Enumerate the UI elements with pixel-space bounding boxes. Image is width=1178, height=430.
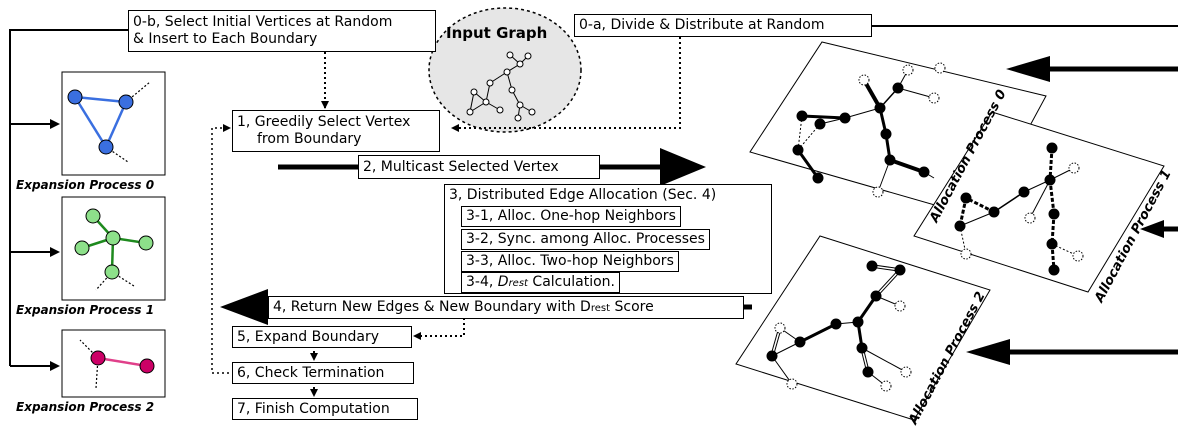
step-2-box: 2, Multicast Selected Vertex — [358, 155, 600, 179]
step-5-label: 5, Expand Boundary — [237, 329, 380, 345]
allocation-box-1 — [913, 111, 1165, 293]
arrow-6-loop-to-1 — [211, 124, 234, 374]
expansion-box-0 — [61, 71, 166, 176]
allocation-box-2 — [735, 235, 991, 421]
step-3-3-label: 3-3, Alloc. Two-hop Neighbors — [466, 253, 674, 269]
step-4-suffix: Score — [610, 299, 654, 315]
step-6-label: 6, Check Termination — [237, 365, 385, 381]
expansion-label-1: Expansion Process 1 — [16, 303, 155, 317]
step-2-label: 2, Multicast Selected Vertex — [363, 159, 559, 175]
step-3-4-d: D — [497, 274, 509, 290]
step-5-box: 5, Expand Boundary — [232, 326, 412, 348]
expansion-label-2: Expansion Process 2 — [16, 400, 155, 414]
input-graph — [428, 7, 582, 133]
arrow-4-to-5 — [413, 318, 465, 340]
step-0a-box: 0-a, Divide & Distribute at Random — [574, 14, 872, 37]
input-graph-title: Input Graph — [446, 24, 548, 42]
expansion-label-0: Expansion Process 0 — [16, 178, 155, 192]
step-3-4-prefix: 3-4, — [466, 274, 498, 290]
step-3-3-box: 3-3, Alloc. Two-hop Neighbors — [461, 251, 679, 272]
step-4-sub: rest — [590, 303, 611, 314]
step-4-box: 4, Return New Edges & New Boundary with … — [268, 296, 744, 319]
step-1-box: 1, Greedily Select Vertex from Boundary — [232, 110, 440, 152]
step-3-1-box: 3-1, Alloc. One-hop Neighbors — [461, 206, 681, 227]
step-6-box: 6, Check Termination — [232, 362, 414, 384]
expansion-box-2 — [61, 329, 166, 398]
step-3-2-label: 3-2, Sync. among Alloc. Processes — [466, 231, 705, 247]
step-4-prefix: 4, Return New Edges & New Boundary with … — [273, 299, 591, 315]
step-7-label: 7, Finish Computation — [237, 401, 390, 417]
step-1-line2: from Boundary — [257, 131, 362, 147]
step-0b-line2: & Insert to Each Boundary — [133, 31, 318, 47]
step-3-2-box: 3-2, Sync. among Alloc. Processes — [461, 229, 710, 250]
step-3-4-suffix: Calculation. — [527, 274, 615, 290]
expansion-connector — [9, 29, 128, 371]
arrow-0a-to-1 — [451, 37, 681, 132]
step-0b-box: 0-b, Select Initial Vertices at Random &… — [128, 10, 436, 52]
allocation-input-arrows — [966, 56, 1178, 365]
step-3-title: 3, Distributed Edge Allocation (Sec. 4) — [449, 187, 717, 203]
step-3-4-box: 3-4, Drest Calculation. — [461, 272, 620, 293]
step-3-4-sub: rest — [508, 278, 528, 289]
expansion-box-1 — [61, 196, 166, 301]
step-1-line1: 1, Greedily Select Vertex — [237, 114, 411, 130]
step-0a-label: 0-a, Divide & Distribute at Random — [579, 17, 825, 33]
step-0b-line1: 0-b, Select Initial Vertices at Random — [133, 14, 393, 30]
step-3-box: 3, Distributed Edge Allocation (Sec. 4) … — [444, 184, 772, 294]
step-3-1-label: 3-1, Alloc. One-hop Neighbors — [466, 208, 676, 224]
step-7-box: 7, Finish Computation — [232, 398, 418, 420]
